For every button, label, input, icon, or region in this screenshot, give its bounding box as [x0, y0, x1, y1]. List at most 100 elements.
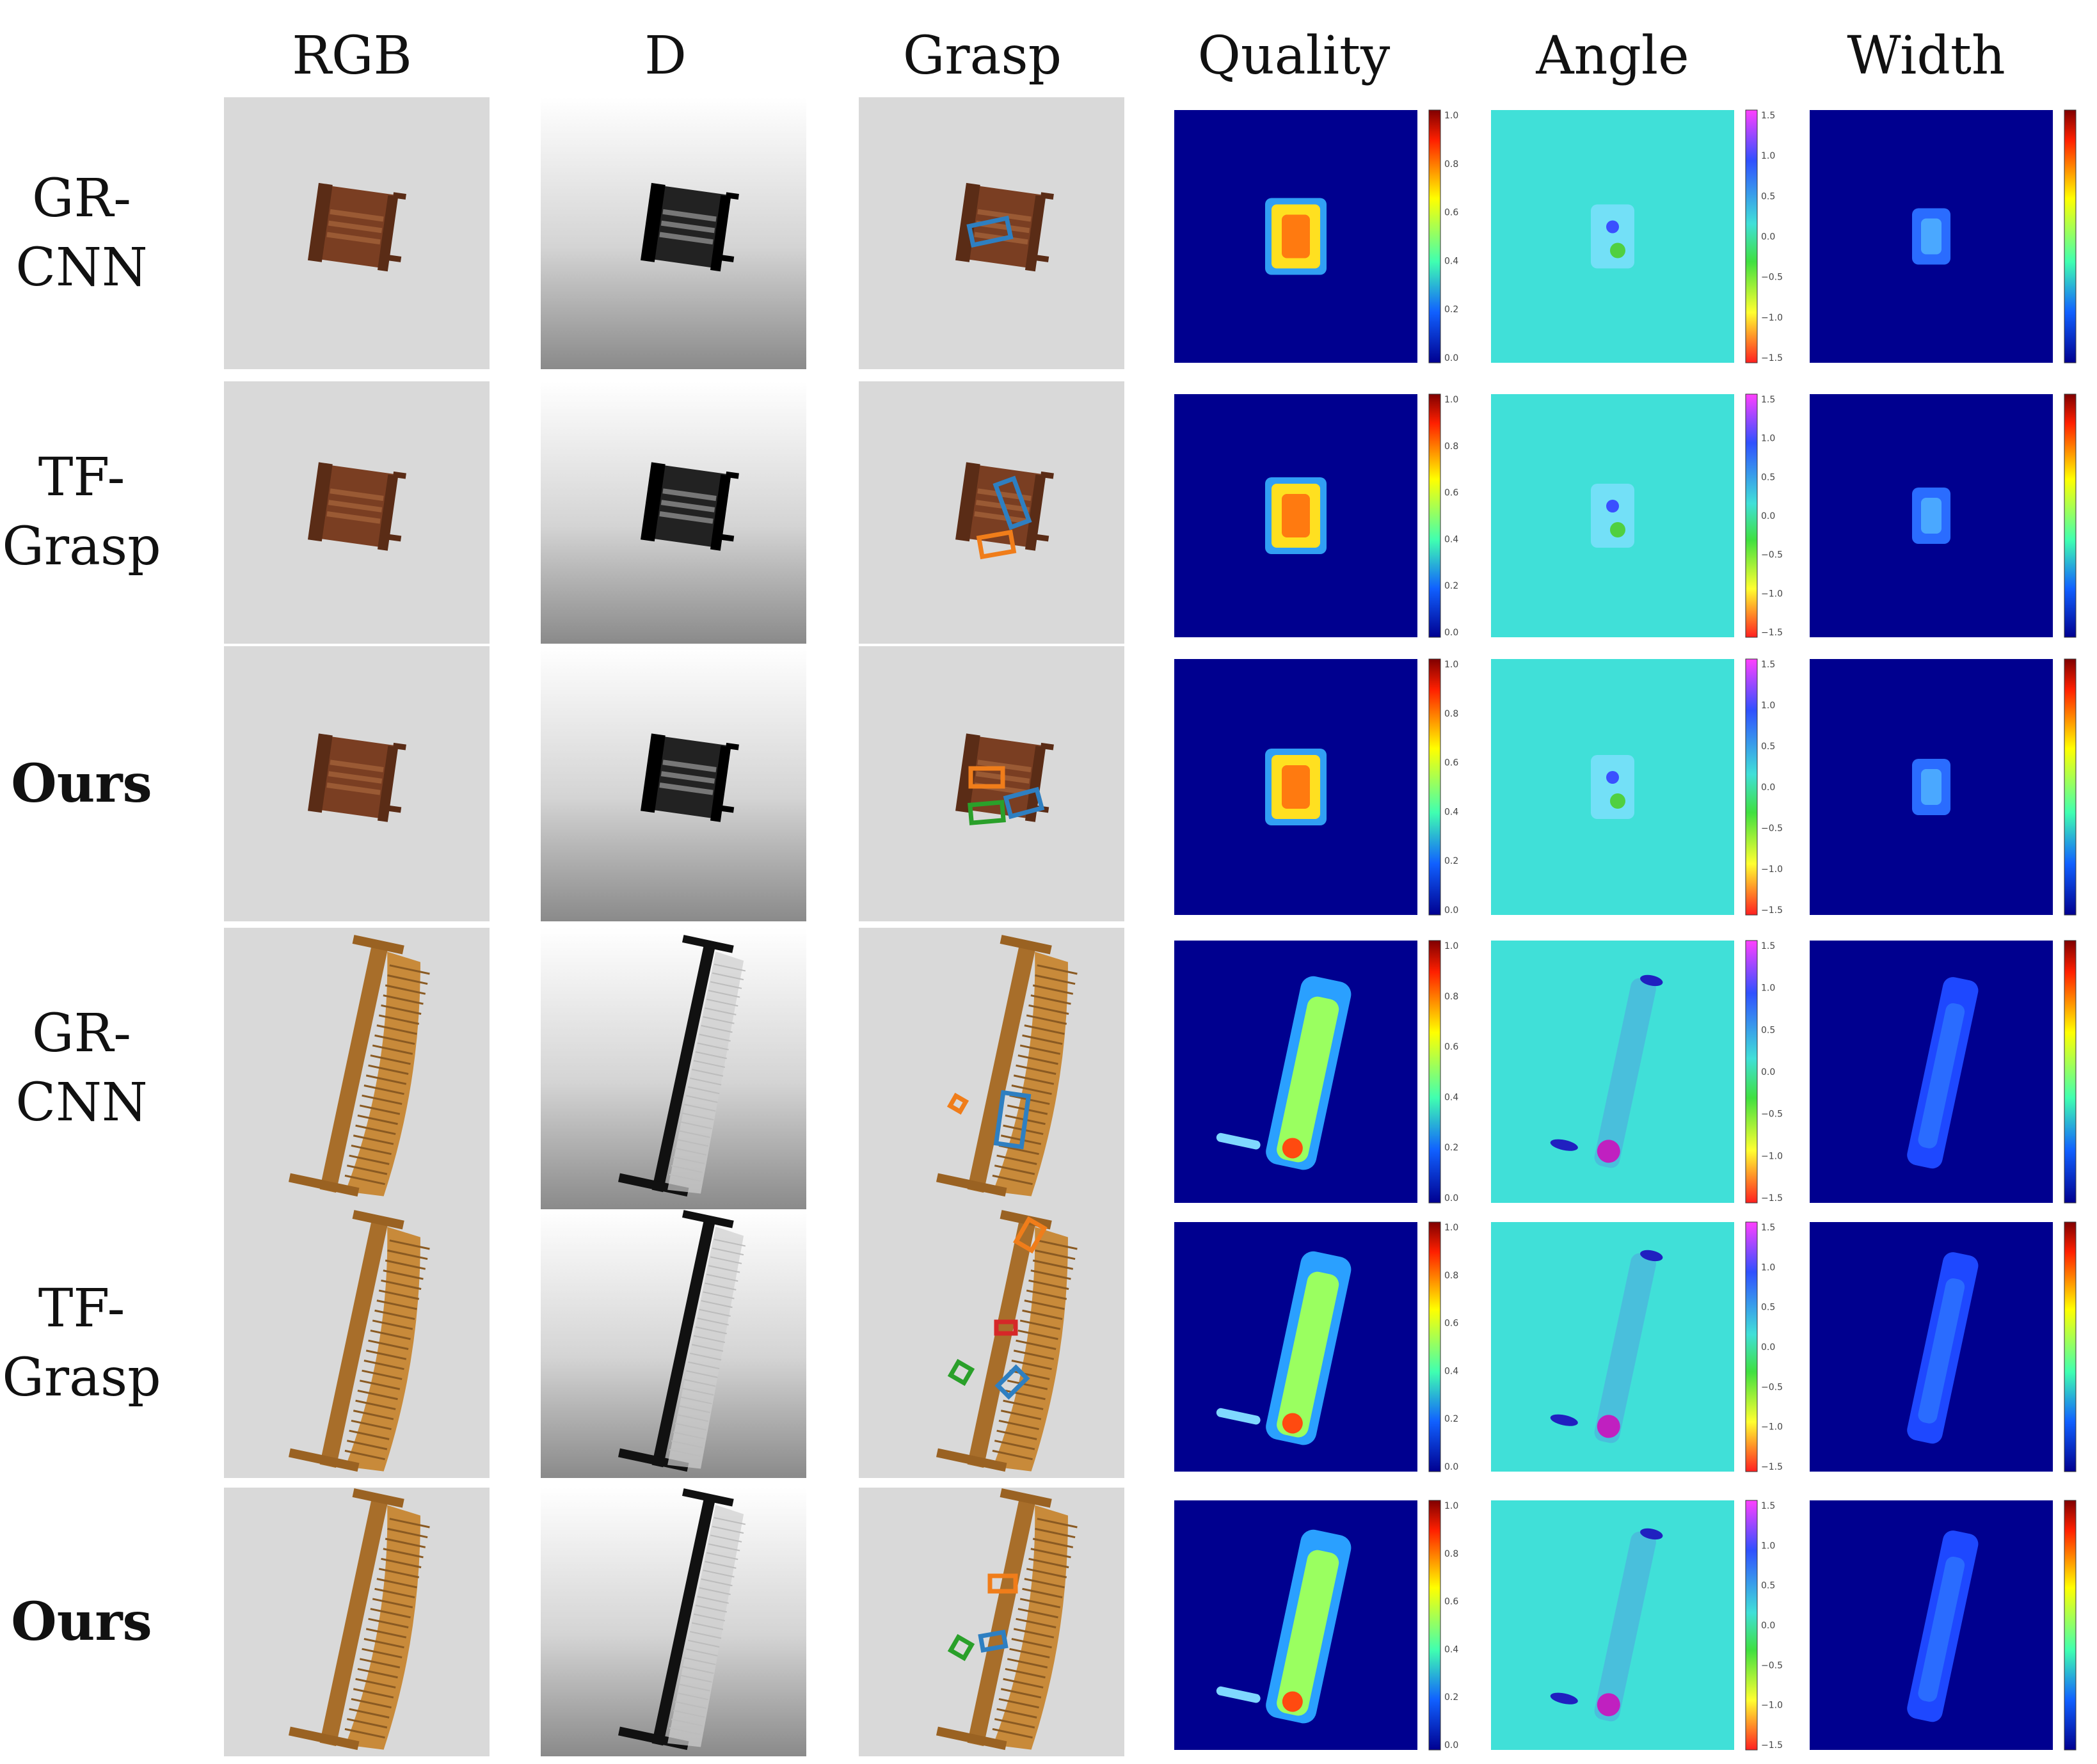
colorbar-tick-label: −1.5	[1761, 1193, 1783, 1204]
angle-map-svg: 1.51.00.50.0−0.5−1.0−1.5	[1491, 658, 1783, 916]
colorbar-tick-label: 0.5	[1761, 1025, 1775, 1035]
colorbar-tick-label: 0.0	[1761, 783, 1775, 793]
colorbar-tick-label: −1.0	[1761, 1151, 1783, 1161]
grasp-rectangle	[968, 800, 1006, 825]
heat-blob	[1912, 488, 1950, 544]
colorbar-tick-label: −1.5	[1761, 905, 1783, 916]
heat-blob	[1265, 198, 1327, 275]
colorbar-tick-label: −0.5	[1761, 1109, 1783, 1120]
colorbar	[1745, 940, 1758, 1204]
grasp-image	[859, 646, 1124, 921]
grasp-rectangle	[947, 1633, 975, 1662]
colorbar-tick-label: 0.0	[1444, 1462, 1458, 1472]
rgb-image	[224, 1488, 490, 1756]
colorbar-tick-label: −0.5	[1761, 823, 1783, 834]
colorbar-tick-label: 0.4	[1444, 1644, 1458, 1655]
grasp-rectangle	[976, 529, 1017, 560]
colorbar	[2064, 658, 2077, 916]
colorbar-tick-label: 1.5	[1761, 1223, 1775, 1233]
colorbar-tick-label: 0.5	[1761, 191, 1775, 202]
colorbar-tick-label: 1.0	[1444, 660, 1458, 670]
colorbar-tick-label: 0.0	[1761, 232, 1775, 242]
colorbar-tick-label: 1.5	[1761, 660, 1775, 670]
grasp-rectangle	[947, 1358, 975, 1387]
depth-image-svg	[541, 928, 806, 1209]
colorbar-tick-label: 1.5	[1761, 395, 1775, 405]
colorbar-tick-label: −1.5	[1761, 353, 1783, 363]
heat-blob	[1550, 974, 1663, 1168]
colorbar-tick-label: 1.5	[1761, 111, 1775, 121]
quality-map-svg: 1.00.80.60.40.20.0	[1174, 940, 1458, 1204]
colorbar	[2064, 109, 2077, 363]
rgb-image	[224, 97, 490, 369]
quality-map-svg: 1.00.80.60.40.20.0	[1174, 109, 1458, 363]
grasp-rectangle	[987, 1573, 1018, 1594]
column-header-d: D	[644, 26, 687, 86]
bench-object	[618, 935, 746, 1197]
colorbar-tick-label: 1.0	[1761, 434, 1775, 444]
colorbar-tick-label: 0.4	[1444, 256, 1458, 266]
bench-object	[618, 1488, 746, 1751]
depth-image	[541, 1488, 806, 1756]
colorbar-tick-label: 0.6	[1444, 1597, 1458, 1607]
colorbar-tick-label: 0.8	[1444, 709, 1458, 719]
column-header-angle: Angle	[1536, 26, 1689, 86]
colorbar-tick-label: 0.5	[1761, 742, 1775, 752]
colorbar-tick-label: 0.2	[1444, 1692, 1458, 1703]
depth-image-svg	[541, 381, 806, 644]
colorbar-tick-label: 0.0	[1444, 905, 1458, 916]
colorbar-tick-label: −1.0	[1761, 1701, 1783, 1711]
grasp-image	[859, 381, 1124, 644]
colorbar	[1428, 1500, 1441, 1751]
bench-object	[288, 935, 430, 1197]
column-header-quality: Quality	[1197, 26, 1391, 86]
angle-map-svg: 1.51.00.50.0−0.5−1.0−1.5	[1491, 109, 1783, 363]
heat-blob	[1912, 208, 1950, 265]
colorbar	[1745, 109, 1758, 363]
row-label-line: GR-	[32, 168, 131, 229]
chair-object	[641, 733, 739, 822]
colorbar-tick-label: 0.0	[1444, 1740, 1458, 1751]
colorbar-tick-label: 1.0	[1761, 1262, 1775, 1273]
colorbar-tick-label: 0.6	[1444, 208, 1458, 218]
heat-blob	[1591, 755, 1634, 819]
colorbar	[1745, 1500, 1758, 1751]
colorbar	[1745, 1221, 1758, 1472]
colorbar	[1428, 940, 1441, 1204]
grasp-rectangle	[993, 475, 1032, 530]
quality-map-svg: 1.00.80.60.40.20.0	[1174, 658, 1458, 916]
colorbar-tick-label: 0.8	[1444, 441, 1458, 452]
row-label-line: Ours	[11, 753, 152, 814]
heat-blob	[1216, 1529, 1351, 1724]
depth-image	[541, 97, 806, 369]
colorbar-tick-label: 0.2	[1444, 305, 1458, 315]
colorbar-tick-label: 0.4	[1444, 807, 1458, 817]
grasp-rectangle	[1013, 1216, 1048, 1254]
colorbar-tick-label: 1.0	[1761, 983, 1775, 994]
width-map	[1810, 1221, 2091, 1478]
colorbar-tick-label: −0.5	[1761, 273, 1783, 283]
depth-image-svg	[541, 97, 806, 369]
column-header-grasp: Grasp	[902, 26, 1062, 86]
rgb-image-svg	[224, 1488, 490, 1756]
column-header-rgb: RGB	[292, 26, 412, 86]
width-map-svg	[1810, 1221, 2077, 1472]
row-label-line: TF-	[38, 447, 125, 508]
chair-object	[641, 462, 739, 551]
bench-object	[288, 1488, 430, 1751]
colorbar-tick-label: 0.8	[1444, 1549, 1458, 1559]
grasp-image	[859, 1488, 1124, 1756]
width-map	[1810, 1500, 2091, 1756]
colorbar	[1428, 1221, 1441, 1472]
colorbar-tick-label: 0.2	[1444, 1143, 1458, 1153]
heat-blob	[1265, 749, 1327, 825]
grasp-rectangle	[966, 215, 1014, 248]
rgb-image	[224, 928, 490, 1209]
column-header-width: Width	[1847, 26, 2005, 86]
colorbar-tick-label: 0.8	[1444, 1271, 1458, 1281]
